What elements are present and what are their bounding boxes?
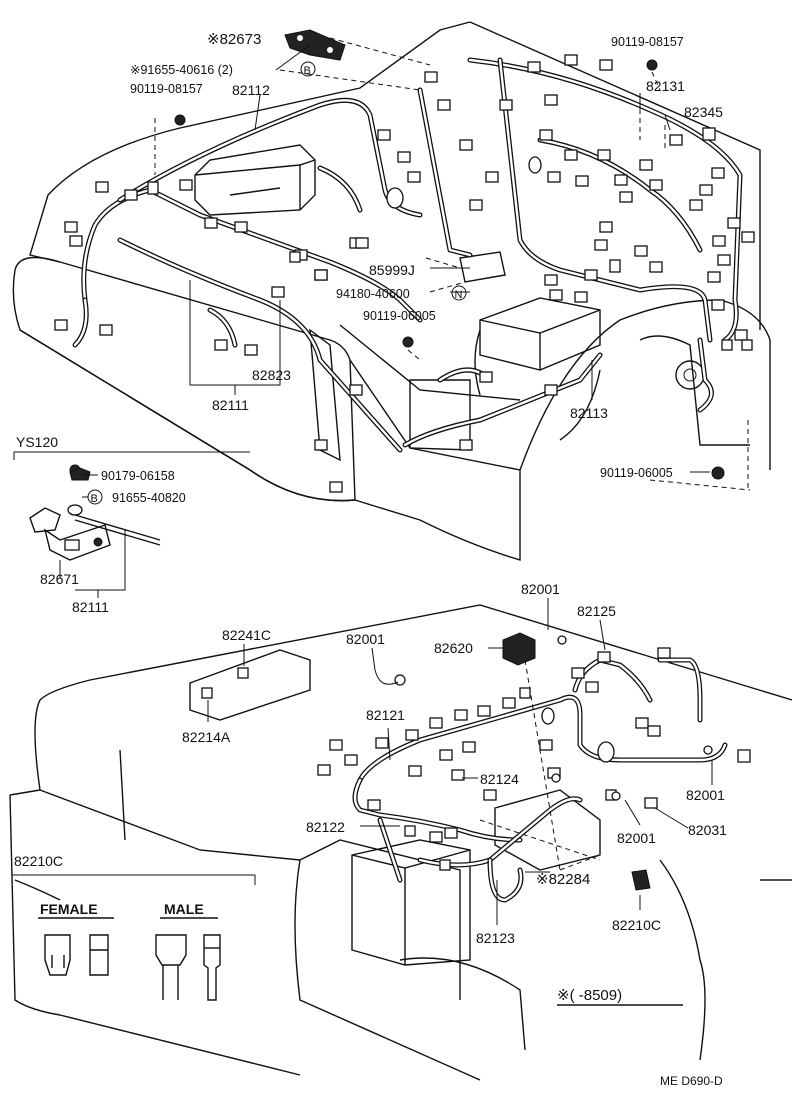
label-82001-a: 82001 — [346, 631, 385, 647]
label-82122: 82122 — [306, 819, 345, 835]
label-82241c: 82241C — [222, 627, 271, 643]
label-82001-b: 82001 — [521, 581, 560, 597]
label-82001-c: 82001 — [686, 787, 725, 803]
label-90119-06005-mid: 90119-06005 — [363, 309, 436, 323]
label-82671: 82671 — [40, 571, 79, 587]
label-82111-top: 82111 — [212, 397, 249, 413]
leader-lines-bottom — [207, 598, 713, 925]
badge-b-top: B — [304, 65, 311, 77]
label-drawing-code: ME D690-D — [660, 1074, 723, 1088]
label-ys120: YS120 — [16, 434, 58, 450]
harness-connectors-top — [54, 29, 755, 493]
label-82113: 82113 — [570, 405, 608, 421]
label-91655-40616: ※91655-40616 (2) — [130, 63, 233, 77]
label-90119-06005-right: 90119-06005 — [600, 466, 673, 480]
label-82284: ※82284 — [536, 871, 590, 888]
label-90119-08157-left: 90119-08157 — [130, 82, 203, 96]
label-85999j: 85999J — [369, 262, 415, 278]
label-82001-d: 82001 — [617, 830, 656, 846]
label-male: MALE — [164, 901, 204, 917]
leader-lines-top — [154, 37, 751, 491]
label-82210c-legend: 82210C — [14, 853, 63, 869]
label-82131: 82131 — [646, 78, 685, 94]
badge-n: N — [455, 289, 463, 301]
label-82111-inset: 82111 — [72, 599, 109, 615]
label-82620: 82620 — [434, 640, 473, 656]
label-82031: 82031 — [688, 822, 727, 838]
label-94180-40600: 94180-40600 — [336, 287, 410, 301]
ys120-inset — [13, 451, 250, 598]
trunk-connectors — [201, 632, 751, 891]
label-82345: 82345 — [684, 104, 723, 120]
trunk-drawing — [9, 604, 792, 1081]
label-82112: 82112 — [232, 82, 270, 98]
clip-icon — [284, 29, 346, 61]
label-82823: 82823 — [252, 367, 291, 383]
label-82121: 82121 — [366, 707, 405, 723]
fuse-legend — [11, 874, 256, 1001]
label-note-8509: ※( -8509) — [557, 987, 622, 1004]
badge-b-inset: B — [91, 493, 98, 505]
label-82123: 82123 — [476, 930, 515, 946]
fuse-male-icon — [155, 934, 221, 1001]
label-91655-40820: 91655-40820 — [112, 491, 186, 505]
label-82673: ※82673 — [207, 31, 261, 48]
part-labels: ※82673 ※91655-40616 (2) B 90119-08157 82… — [14, 31, 727, 1088]
fuse-female-icon — [44, 934, 109, 976]
label-female: FEMALE — [40, 901, 98, 917]
label-82125: 82125 — [577, 603, 616, 619]
label-82210c-bottom: 82210C — [612, 917, 661, 933]
label-82214a: 82214A — [182, 729, 231, 745]
label-90119-08157-right: 90119-08157 — [611, 35, 684, 49]
label-90179-06158: 90179-06158 — [101, 469, 175, 483]
label-82124: 82124 — [480, 771, 519, 787]
bolt-icon — [69, 59, 725, 480]
trunk-harness — [352, 657, 728, 903]
